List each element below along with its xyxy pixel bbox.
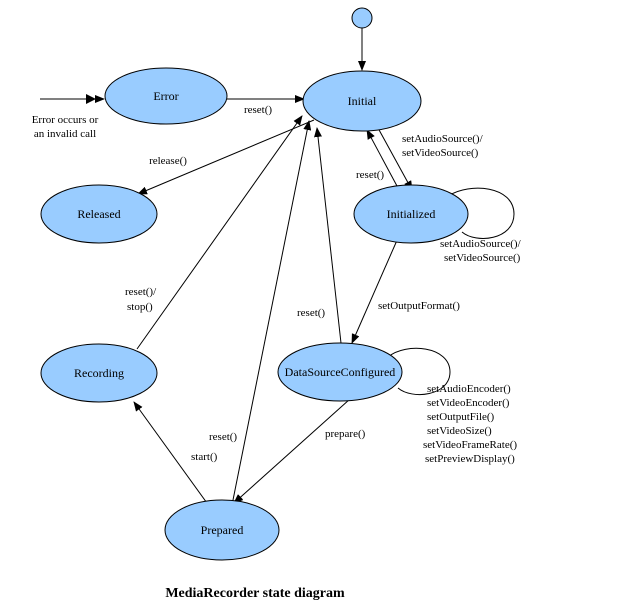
start-node [351, 7, 373, 29]
label-dsc-self-5: setVideoFrameRate() [423, 439, 517, 451]
edge-initialized-to-dsc [351, 237, 399, 344]
state-error: Error [104, 67, 228, 125]
state-datasourceconfigured-label: DataSourceConfigured [285, 365, 396, 379]
label-dsc-to-prepared: prepare() [325, 428, 366, 440]
state-datasourceconfigured: DataSourceConfigured [277, 342, 403, 402]
loop-dsc [387, 347, 451, 396]
label-initialized-to-initial: reset() [356, 169, 384, 181]
diagram-caption: MediaRecorder state diagram [165, 586, 345, 601]
label-initial-to-released: release() [149, 155, 187, 167]
error-entry-arrowhead [86, 94, 96, 104]
state-recording-label: Recording [74, 366, 124, 380]
state-prepared-label: Prepared [201, 523, 244, 537]
edge-prepared-to-initial [231, 120, 312, 506]
label-recording-to-initial-1: reset()/ [125, 286, 157, 298]
label-dsc-self-2: setVideoEncoder() [427, 397, 510, 409]
edge-recording-to-initial [136, 115, 303, 350]
label-dsc-self-4: setVideoSize() [427, 425, 492, 437]
label-dsc-to-initial: reset() [297, 307, 325, 319]
state-prepared: Prepared [164, 499, 280, 561]
label-dsc-self-3: setOutputFile() [427, 411, 495, 423]
label-initialized-self-2: setVideoSource() [444, 252, 521, 264]
label-initialized-self-1: setAudioSource()/ [440, 238, 522, 250]
label-initial-to-initialized-2: setVideoSource() [402, 147, 479, 159]
state-recording: Recording [40, 343, 158, 403]
state-error-label: Error [153, 89, 178, 103]
label-dsc-self-1: setAudioEncoder() [427, 383, 511, 395]
edge-initial-to-initialized [377, 127, 413, 191]
edge-prepared-to-recording [133, 401, 213, 511]
label-prepared-to-recording: start() [191, 451, 218, 463]
edge-dsc-to-prepared [233, 398, 351, 504]
edge-initial-to-released [137, 119, 315, 195]
label-initialized-to-dsc: setOutputFormat() [378, 300, 460, 312]
error-note-line-1: Error occurs or [32, 114, 99, 126]
label-dsc-self-6: setPreviewDisplay() [425, 453, 515, 465]
state-initialized: Initialized [353, 184, 469, 244]
state-released-label: Released [77, 207, 120, 221]
label-error-to-initial: reset() [244, 104, 272, 116]
edge-initialized-to-initial [366, 129, 398, 187]
error-note-line-2: an invalid call [34, 128, 96, 140]
state-released: Released [40, 184, 158, 244]
label-recording-to-initial-2: stop() [127, 301, 153, 313]
state-initial: Initial [302, 70, 422, 132]
edge-dsc-to-initial [314, 127, 342, 344]
loop-initialized [447, 187, 515, 239]
label-initial-to-initialized-1: setAudioSource()/ [402, 133, 484, 145]
state-initial-label: Initial [348, 94, 377, 108]
label-prepared-to-initial: reset() [209, 431, 237, 443]
state-initialized-label: Initialized [387, 207, 436, 221]
